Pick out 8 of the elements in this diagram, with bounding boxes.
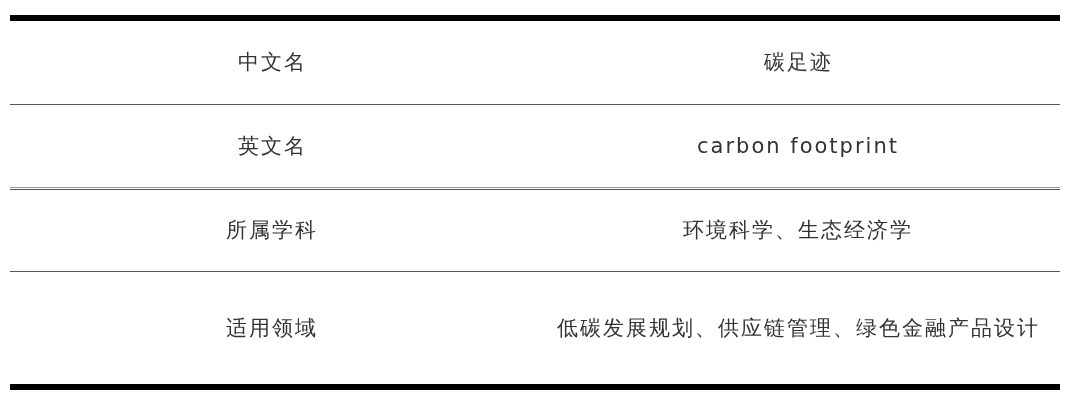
- term-label: 所属学科: [226, 216, 318, 244]
- term-value: 低碳发展规划、供应链管理、绿色金融产品设计: [556, 314, 1040, 342]
- term-label: 中文名: [237, 48, 307, 76]
- term-value: 碳足迹: [763, 48, 833, 76]
- term-value: 环境科学、生态经济学: [683, 216, 913, 244]
- term-label: 英文名: [237, 133, 307, 161]
- term-value: carbon footprint: [697, 133, 899, 161]
- term-label: 适用领域: [226, 314, 318, 342]
